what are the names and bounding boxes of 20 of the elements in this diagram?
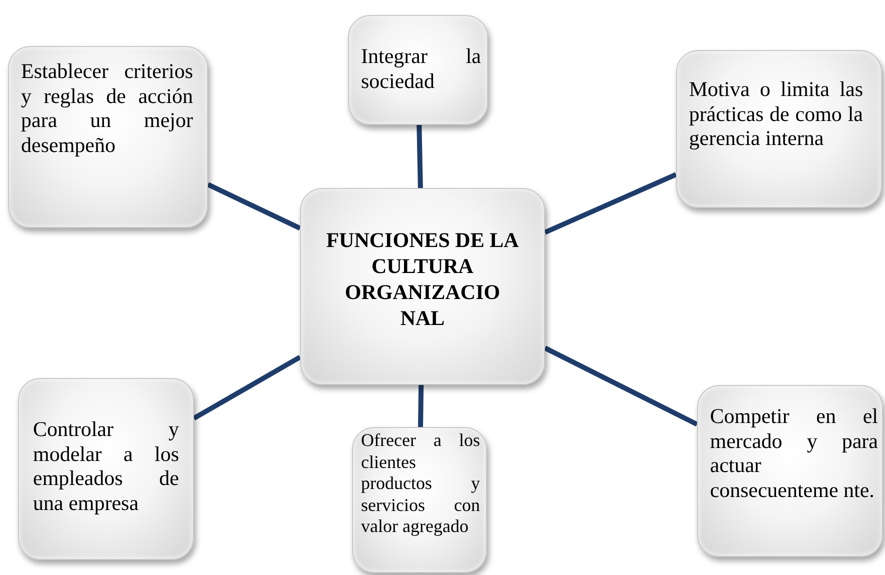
connector-line [418, 384, 424, 428]
function-text: Motiva o limita las prácticas de como la gerencia interna [689, 77, 863, 150]
rounded-box [8, 46, 208, 228]
rounded-box [18, 378, 194, 560]
rounded-box [352, 427, 487, 573]
connector-line [206, 182, 302, 231]
rounded-box [300, 188, 545, 385]
function-text: Ofrecer a los clientes productos y servicios con valor agregado [361, 430, 480, 538]
connector-line [544, 172, 678, 235]
rounded-box [697, 385, 883, 557]
function-text: Controlar y modelar a los empleados de una empresa [33, 417, 179, 515]
function-text: Establecer criterios y reglas de acción para un mejor desempeño [21, 59, 193, 157]
function-text: Integrar la sociedad [361, 44, 481, 93]
rounded-box [348, 15, 488, 125]
rounded-box [676, 50, 882, 208]
central-title: FUNCIONES DE LA CULTURA ORGANIZACIO NAL [325, 227, 520, 331]
connector-line [192, 354, 302, 420]
connector-line [544, 346, 698, 427]
function-text: Competir en el mercado y para actuar consecuenteme nte. [710, 404, 878, 502]
connector-line [416, 124, 423, 188]
